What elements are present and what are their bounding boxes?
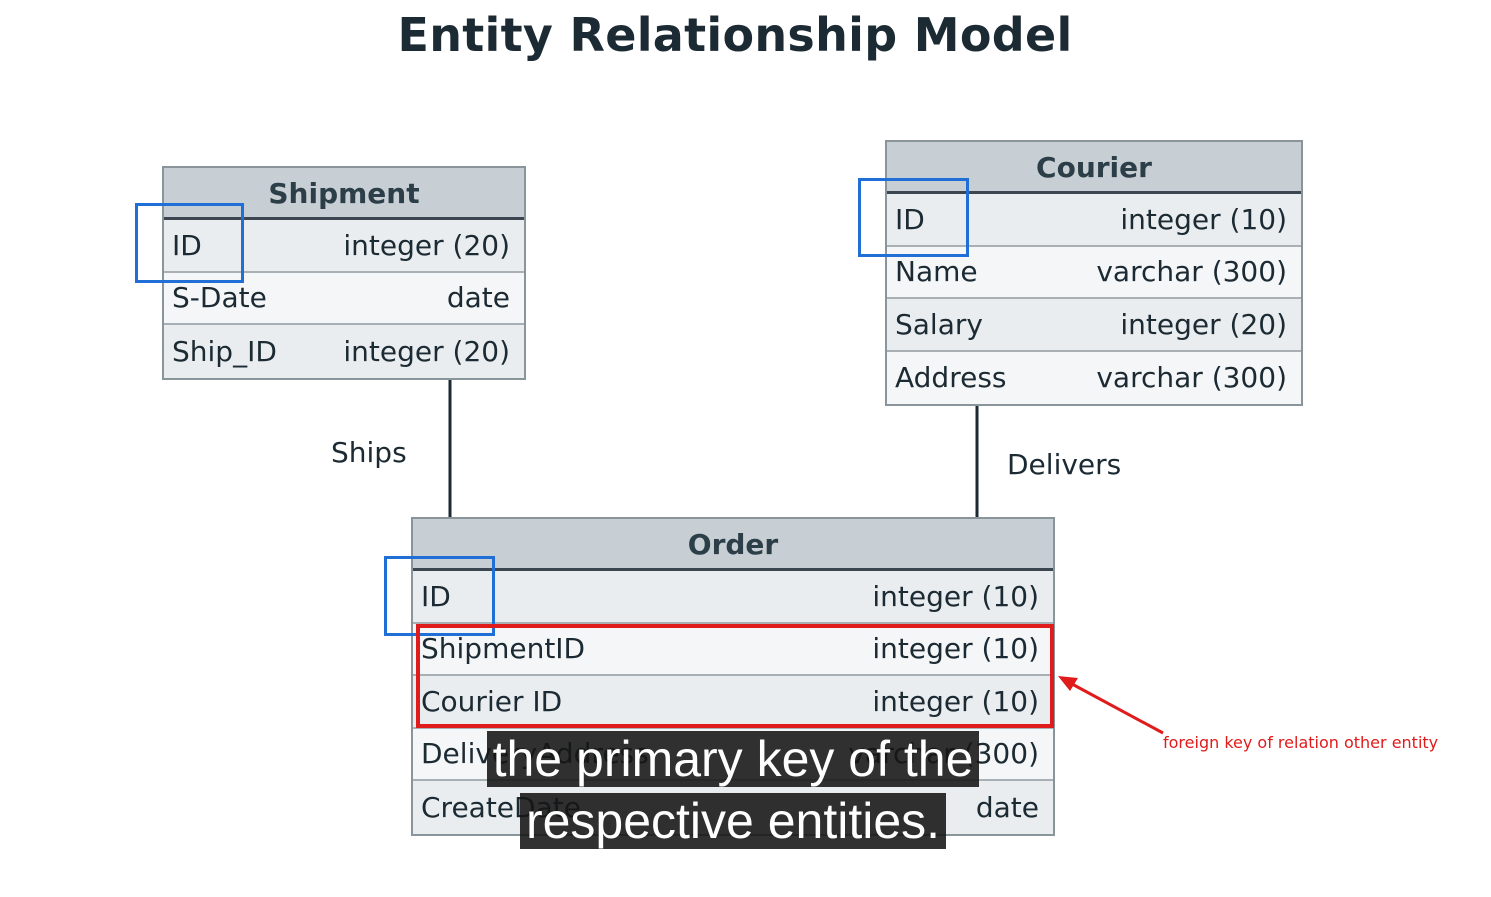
field-name: S-Date [172, 281, 267, 315]
relationship-label-delivers: Delivers [1007, 448, 1122, 481]
entity-rows: ID integer (20) S-Date date Ship_ID integer… [164, 220, 524, 378]
field-type: integer (10) [872, 632, 1039, 666]
foreign-key-highlight [416, 624, 1054, 728]
table-row: Ship_ID integer (20) [164, 325, 524, 378]
field-name: Courier ID [421, 684, 563, 718]
diagram-title: Entity Relationship Model [397, 8, 1073, 62]
field-name: ID [421, 579, 451, 613]
field-type: integer (10) [872, 684, 1039, 718]
table-row: ID integer (10) [887, 194, 1301, 247]
field-type: varchar (300) [1096, 255, 1287, 289]
field-name: Address [895, 361, 1007, 395]
annotation-arrow-line [1071, 682, 1164, 735]
annotation-arrowhead [1058, 676, 1078, 691]
field-name: ShipmentID [421, 632, 586, 666]
table-row: ID integer (10) [413, 571, 1053, 624]
field-name: ID [895, 202, 925, 236]
field-type: integer (10) [872, 579, 1039, 613]
field-name: Ship_ID [172, 334, 277, 368]
primary-key-highlight-courier [858, 178, 969, 257]
caption-text-2: respective entities. [519, 793, 947, 849]
field-type: varchar (300) [1096, 361, 1287, 395]
primary-key-highlight-shipment [135, 203, 244, 283]
entity-header: Courier [887, 142, 1301, 194]
table-row: Salary integer (20) [887, 299, 1301, 352]
caption-text-1: the primary key of the [486, 731, 980, 787]
field-type: integer (10) [1120, 202, 1287, 236]
entity-shipment: Shipment ID integer (20) S-Date date Ship_… [162, 166, 526, 380]
primary-key-highlight-order [384, 556, 495, 636]
caption-line-1: the primary key of the [0, 730, 1466, 788]
entity-header: Order [413, 519, 1053, 571]
field-type: date [446, 281, 510, 315]
table-row: ShipmentID integer (10) [413, 623, 1053, 676]
field-name: Salary [895, 307, 983, 341]
field-type: date [975, 790, 1039, 824]
caption-line-2: respective entities. [0, 792, 1466, 850]
entity-header: Shipment [164, 168, 524, 220]
field-type: integer (20) [343, 334, 510, 368]
annotation-text: foreign key of relation other entity [1163, 733, 1439, 752]
table-row: Address varchar (300) [887, 351, 1301, 404]
entity-rows: ID integer (10) Name varchar (300) Salary i… [887, 194, 1301, 404]
field-name: ID [172, 228, 202, 262]
table-row: ID integer (20) [164, 220, 524, 273]
field-name: Name [895, 255, 978, 289]
relationship-label-ships: Ships [331, 436, 407, 469]
entity-courier: Courier ID integer (10) Name varchar (300)… [885, 140, 1303, 406]
field-type: integer (20) [1120, 307, 1287, 341]
table-row: Courier ID integer (10) [413, 676, 1053, 729]
field-type: integer (20) [343, 228, 510, 262]
